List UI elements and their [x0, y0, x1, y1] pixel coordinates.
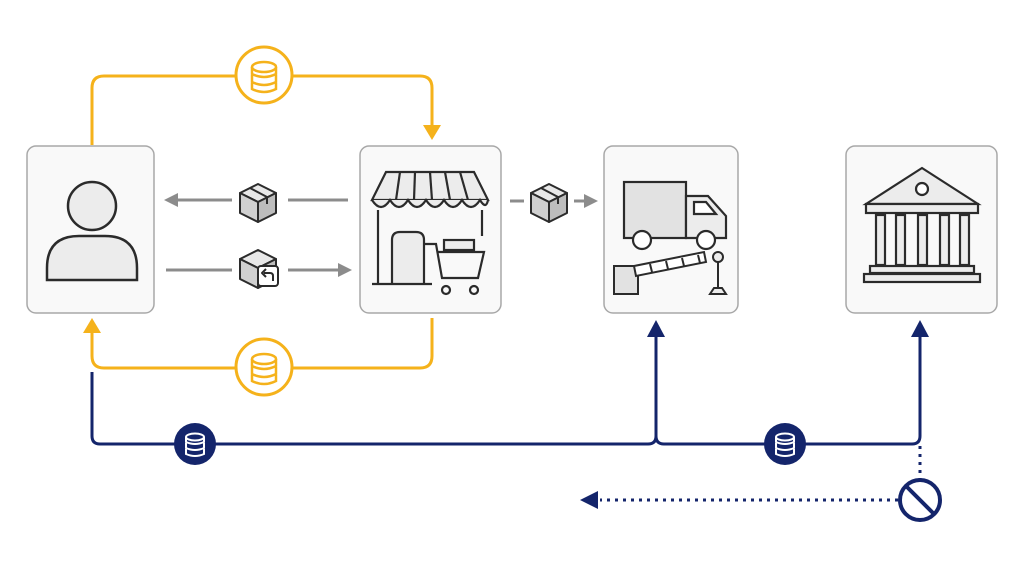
- navy-payment-flow: [90, 320, 929, 446]
- package-icon: [239, 183, 277, 223]
- blocked-flow: [580, 446, 922, 509]
- coins-icon: [234, 45, 294, 105]
- return-package-icon: [239, 249, 279, 289]
- customer-node: [26, 145, 155, 314]
- storefront-icon: [370, 170, 490, 296]
- package-arrows: [164, 193, 598, 277]
- package-icon: [530, 183, 568, 223]
- barrier-gate-icon: [613, 250, 728, 295]
- bank-icon: [862, 166, 982, 284]
- logistics-node: [603, 145, 739, 314]
- bank-node: [845, 145, 998, 314]
- truck-icon: [622, 180, 728, 251]
- prohibited-icon: [898, 478, 942, 522]
- coins-icon: [234, 337, 294, 397]
- coins-icon: [174, 423, 216, 465]
- person-icon: [45, 180, 139, 282]
- coins-icon: [764, 423, 806, 465]
- shop-node: [359, 145, 502, 314]
